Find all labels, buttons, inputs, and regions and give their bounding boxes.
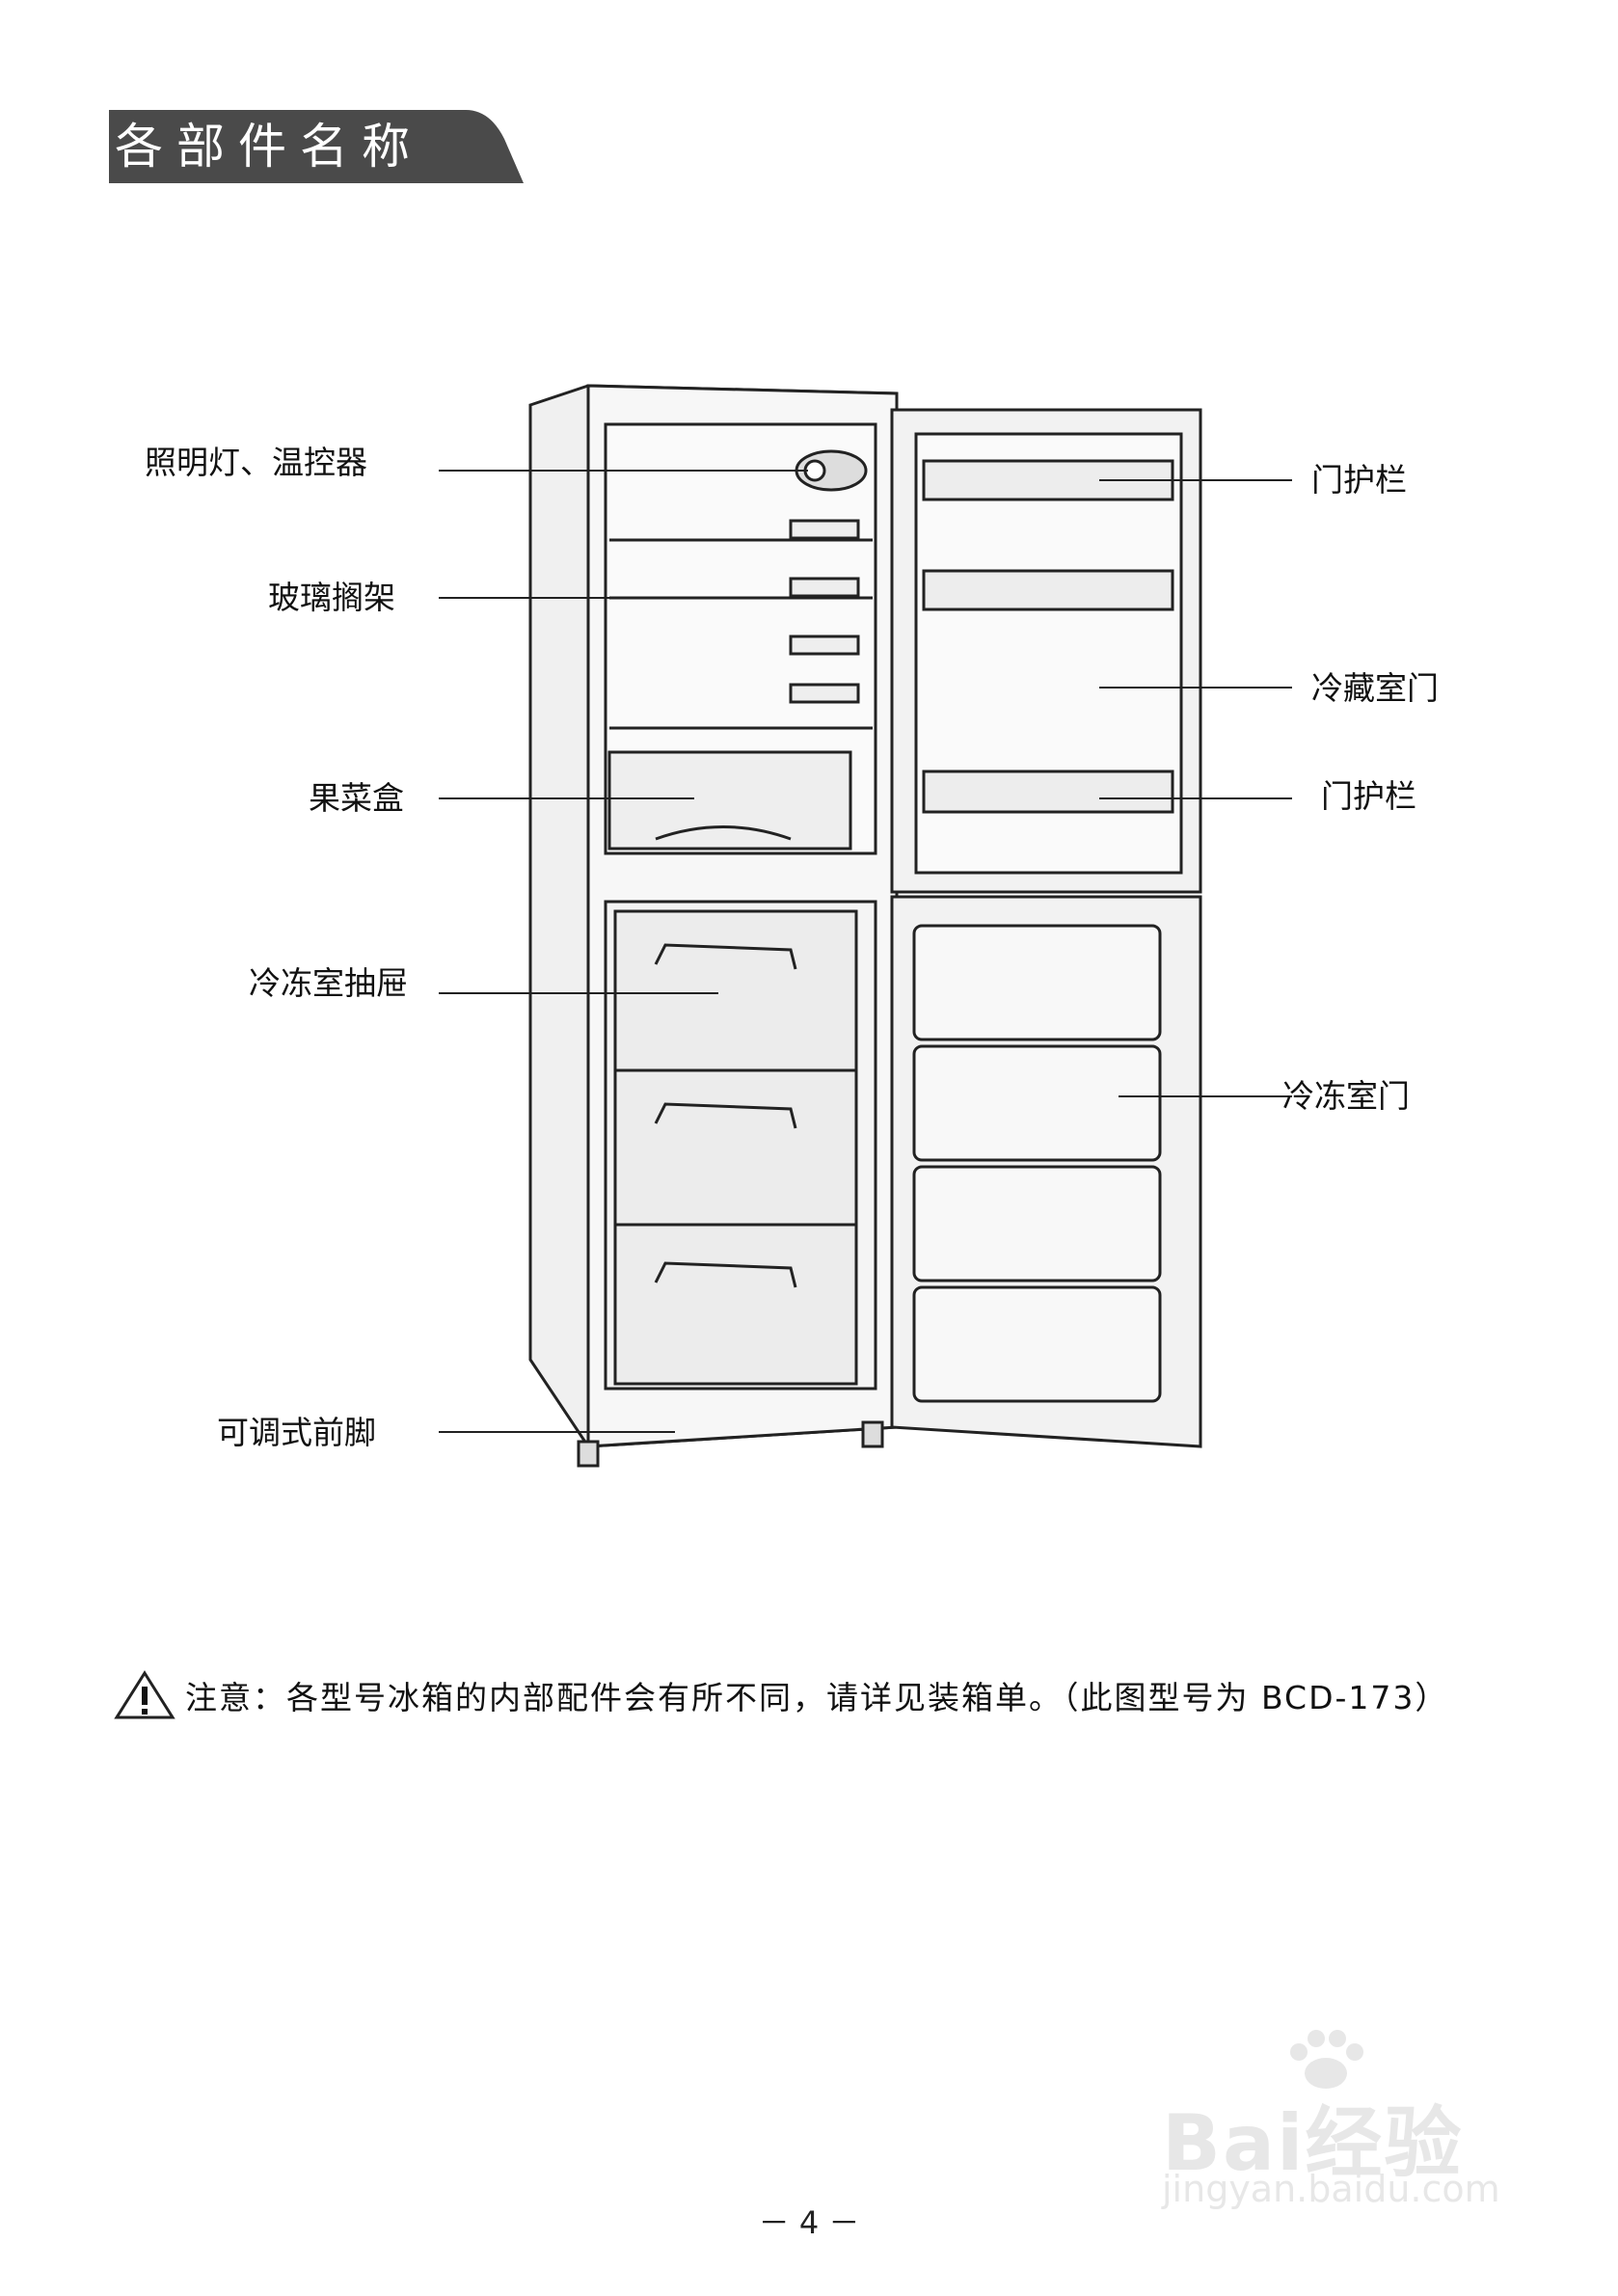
freezer-drawer-1 [613, 909, 858, 1072]
label-adjustable-foot: 可调式前脚 [217, 1414, 376, 1451]
paw-icon [1290, 2030, 1363, 2089]
refrigerator-diagram [439, 384, 1292, 1468]
label-freezer-drawer: 冷冻室抽屉 [249, 964, 408, 1002]
page-title: 各部件名称 [115, 119, 423, 175]
warning-icon [114, 1670, 175, 1719]
front-foot-left [577, 1440, 600, 1468]
section-title-bar: 各部件名称 [109, 110, 524, 183]
note-text: 注意：各型号冰箱的内部配件会有所不同，请详见装箱单。（此图型号为 BCD-173… [185, 1679, 1449, 1716]
watermark-url: jingyan.baidu.com [1162, 2168, 1500, 2210]
label-door-guard-top: 门护栏 [1311, 461, 1407, 499]
label-door-guard-bottom: 门护栏 [1321, 777, 1416, 815]
label-crisper: 果菜盒 [309, 779, 404, 817]
label-glass-shelf: 玻璃搁架 [268, 579, 395, 616]
label-freezer-door: 冷冻室门 [1282, 1077, 1410, 1115]
door-guard-bottom [922, 770, 1174, 814]
page-number: － 4 － [758, 2204, 860, 2241]
freezer-drawer-2 [613, 1068, 858, 1227]
crisper-drawer [607, 750, 852, 851]
freezer-drawer-3 [613, 1223, 858, 1386]
title-background [109, 110, 524, 183]
front-foot-right [861, 1420, 884, 1448]
label-lighting-thermostat: 照明灯、温控器 [145, 444, 367, 481]
label-fridge-door: 冷藏室门 [1311, 669, 1439, 707]
watermark-brand: Bai经验 [1162, 2098, 1464, 2188]
note: 注意：各型号冰箱的内部配件会有所不同，请详见装箱单。（此图型号为 BCD-173… [114, 1666, 1448, 1724]
baidu-watermark: Bai经验 jingyan.baidu.com [1133, 2025, 1538, 2218]
